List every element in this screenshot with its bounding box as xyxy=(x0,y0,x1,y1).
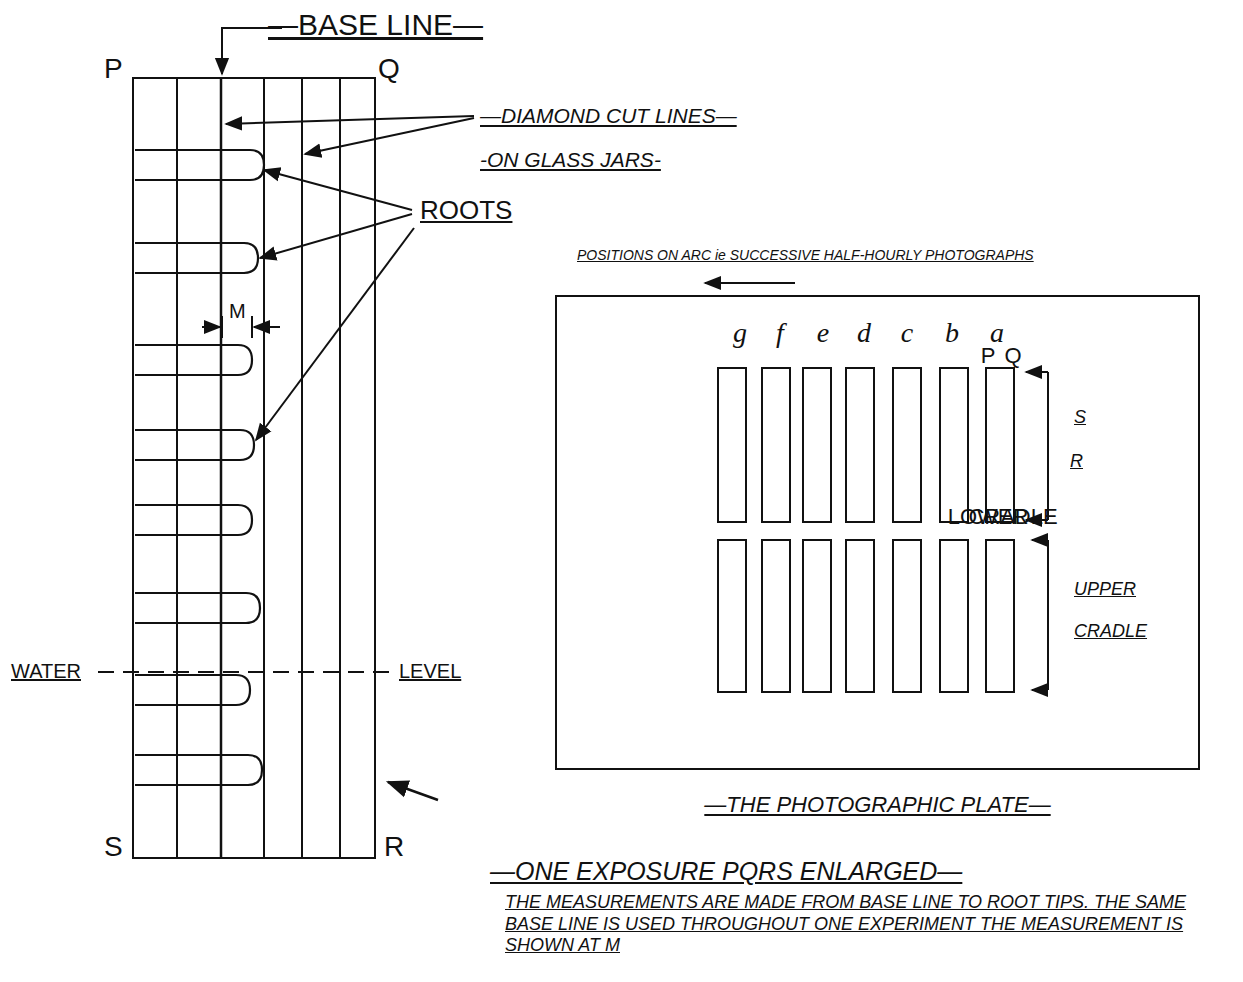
corner-letter: P xyxy=(981,344,996,368)
callout-label: —DIAMOND CUT LINES— xyxy=(480,104,737,127)
photographic-plate: —THE PHOTOGRAPHIC PLATE— xyxy=(555,295,1200,770)
root xyxy=(135,593,260,623)
measurement-label: M xyxy=(229,300,246,322)
position-letter: e xyxy=(817,318,829,349)
root xyxy=(135,430,254,460)
exposure xyxy=(986,368,1014,522)
root xyxy=(135,150,264,180)
position-letter: d xyxy=(857,318,871,349)
exposure xyxy=(846,540,874,692)
exposure xyxy=(940,540,968,692)
exposure xyxy=(986,540,1014,692)
note: THE MEASUREMENTS ARE MADE FROM BASE LINE… xyxy=(505,892,1230,957)
exposure xyxy=(846,368,874,522)
corner-letter: S xyxy=(104,832,123,863)
corner-letter: R xyxy=(384,832,404,863)
position-letter: c xyxy=(901,318,913,349)
plate-caption: —THE PHOTOGRAPHIC PLATE— xyxy=(704,792,1050,818)
corner-letter: P xyxy=(104,54,123,85)
exposure xyxy=(803,540,831,692)
root xyxy=(135,755,262,785)
exposure xyxy=(893,540,921,692)
cradle-label: S xyxy=(1074,408,1086,428)
root xyxy=(135,243,258,273)
position-letter: f xyxy=(776,318,784,349)
direction-label: POSITIONS ON ARC ie SUCCESSIVE HALF-HOUR… xyxy=(574,248,1037,263)
position-letter: b xyxy=(945,318,959,349)
callout-label: ROOTS xyxy=(420,196,512,225)
root xyxy=(135,675,250,705)
root xyxy=(135,345,252,375)
exposure xyxy=(762,540,790,692)
exposure xyxy=(718,368,746,522)
exposure xyxy=(940,368,968,522)
position-letter: g xyxy=(733,318,747,349)
corner-letter: CRADLE xyxy=(968,505,1057,529)
exposure xyxy=(803,368,831,522)
cradle-label: UPPER xyxy=(1074,580,1136,600)
root xyxy=(135,505,252,535)
water-level-label: LEVEL xyxy=(396,660,464,682)
callout-label: -ON GLASS JARS- xyxy=(480,148,661,171)
corner-letter: Q xyxy=(378,54,400,85)
corner-letter: Q xyxy=(1004,344,1021,368)
cradle-label: R xyxy=(1070,452,1083,472)
caption: —ONE EXPOSURE PQRS ENLARGED— xyxy=(490,858,962,886)
exposure xyxy=(718,540,746,692)
exposure xyxy=(893,368,921,522)
water-level-label: WATER xyxy=(8,660,84,682)
title-label: —BASE LINE— xyxy=(268,8,483,41)
cradle-label: CRADLE xyxy=(1074,622,1147,642)
exposure xyxy=(762,368,790,522)
